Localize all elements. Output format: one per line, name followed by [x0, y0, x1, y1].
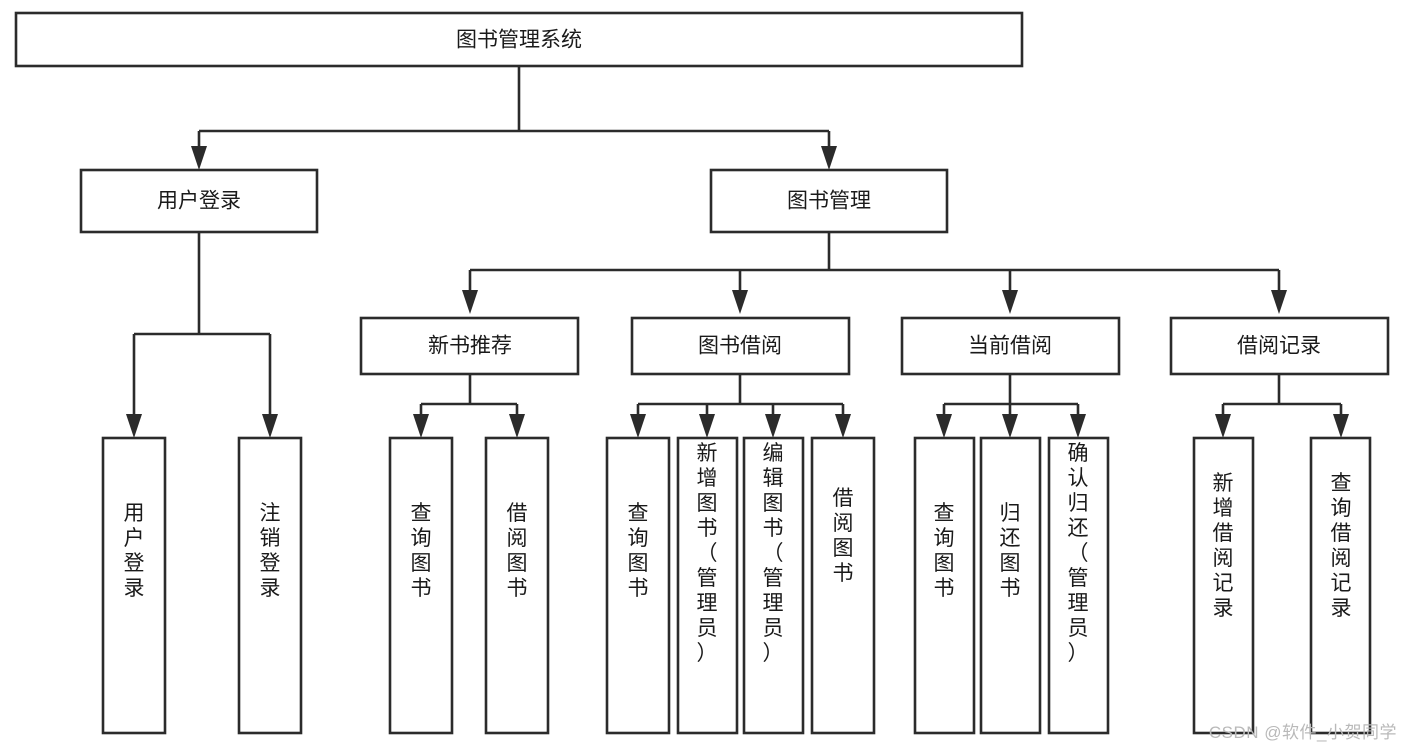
node-leaf-query-book-1-label: 查询图书 [411, 502, 432, 600]
node-new-book-recommend-label: 新书推荐 [428, 335, 512, 358]
node-new-book-recommend[interactable]: 新书推荐 [359, 316, 580, 376]
node-leaf-logout-login[interactable]: 注销登录 [237, 436, 303, 735]
node-borrow-record-box[interactable] [1169, 316, 1390, 376]
arrow-bb-l2 [699, 414, 715, 438]
node-leaf-return-book[interactable]: 归还图书 [979, 436, 1042, 735]
node-leaf-borrow-book-2-label: 借阅图书 [833, 487, 854, 585]
arrow-bm-c1 [462, 290, 478, 314]
node-leaf-add-record[interactable]: 新增借阅记录 [1192, 436, 1255, 735]
node-book-borrow-box[interactable] [630, 316, 851, 376]
node-book-manage-label: 图书管理 [787, 190, 871, 213]
arrow-bm-c2 [732, 290, 748, 314]
node-leaf-logout-login-box[interactable] [237, 436, 303, 735]
arrow-cb-l2 [1002, 414, 1018, 438]
node-leaf-borrow-book-1-box[interactable] [484, 436, 550, 735]
node-book-borrow[interactable]: 图书借阅 [630, 316, 851, 376]
arrow-nbr-l2 [509, 414, 525, 438]
node-user-login-box[interactable] [79, 168, 319, 234]
node-leaf-query-book-2-box[interactable] [605, 436, 671, 735]
node-leaf-query-book-1-box[interactable] [388, 436, 454, 735]
node-leaf-add-record-label: 新增借阅记录 [1213, 472, 1234, 620]
node-new-book-recommend-box[interactable] [359, 316, 580, 376]
node-current-borrow-box[interactable] [900, 316, 1121, 376]
node-book-manage-box[interactable] [709, 168, 949, 234]
node-leaf-borrow-book-2-box[interactable] [810, 436, 876, 735]
arrow-nbr-l1 [413, 414, 429, 438]
node-leaf-borrow-book-2[interactable]: 借阅图书 [810, 436, 876, 735]
node-leaf-add-book-label: 新增图书（管理员） [697, 442, 718, 665]
node-leaf-confirm-return-label: 确认归还（管理员） [1068, 442, 1089, 665]
node-leaf-user-login[interactable]: 用户登录 [101, 436, 167, 735]
arrow-bb-l4 [835, 414, 851, 438]
node-current-borrow[interactable]: 当前借阅 [900, 316, 1121, 376]
node-user-login[interactable]: 用户登录 [79, 168, 319, 234]
node-leaf-query-record-box[interactable] [1309, 436, 1372, 735]
node-leaf-query-book-2[interactable]: 查询图书 [605, 436, 671, 735]
node-current-borrow-label: 当前借阅 [968, 335, 1052, 358]
node-leaf-confirm-return-box[interactable] [1047, 436, 1110, 735]
node-leaf-edit-book-label: 编辑图书（管理员） [763, 442, 784, 665]
connector-layer [126, 66, 1349, 438]
node-leaf-logout-login-label: 注销登录 [260, 502, 281, 600]
node-leaf-add-record-box[interactable] [1192, 436, 1255, 735]
arrow-br-l2 [1333, 414, 1349, 438]
node-borrow-record-label: 借阅记录 [1237, 335, 1321, 358]
node-book-manage[interactable]: 图书管理 [709, 168, 949, 234]
node-root[interactable]: 图书管理系统 [14, 11, 1024, 68]
node-root-label: 图书管理系统 [456, 29, 582, 52]
arrow-cb-l3 [1070, 414, 1086, 438]
node-leaf-user-login-label: 用户登录 [124, 502, 145, 600]
node-leaf-query-book-3-box[interactable] [913, 436, 976, 735]
arrow-bm-c3 [1002, 290, 1018, 314]
node-leaf-query-book-2-label: 查询图书 [628, 502, 649, 600]
node-leaf-query-record-label: 查询借阅记录 [1331, 472, 1352, 620]
node-leaf-return-book-box[interactable] [979, 436, 1042, 735]
arrow-bb-l3 [765, 414, 781, 438]
node-book-borrow-label: 图书借阅 [698, 335, 782, 358]
node-leaf-edit-book[interactable]: 编辑图书（管理员） [742, 436, 805, 735]
arrow-br-l1 [1215, 414, 1231, 438]
node-leaf-confirm-return[interactable]: 确认归还（管理员） [1047, 436, 1110, 735]
node-leaf-query-book-3[interactable]: 查询图书 [913, 436, 976, 735]
arrow-root-to-book-manage [821, 146, 837, 170]
node-user-login-label: 用户登录 [157, 190, 241, 213]
node-borrow-record[interactable]: 借阅记录 [1169, 316, 1390, 376]
arrow-ul-leaf1 [126, 414, 142, 438]
arrow-cb-l1 [936, 414, 952, 438]
node-leaf-return-book-label: 归还图书 [1000, 502, 1021, 600]
node-leaf-user-login-box[interactable] [101, 436, 167, 735]
node-root-box[interactable] [14, 11, 1024, 68]
arrow-root-to-user-login [191, 146, 207, 170]
node-leaf-query-record[interactable]: 查询借阅记录 [1309, 436, 1372, 735]
node-leaf-borrow-book-1-label: 借阅图书 [507, 502, 528, 600]
node-leaf-query-book-3-label: 查询图书 [934, 502, 955, 600]
node-leaf-borrow-book-1[interactable]: 借阅图书 [484, 436, 550, 735]
arrow-bb-l1 [630, 414, 646, 438]
node-leaf-add-book-box[interactable] [676, 436, 739, 735]
node-leaf-edit-book-box[interactable] [742, 436, 805, 735]
arrow-ul-leaf2 [262, 414, 278, 438]
arrow-bm-c4 [1271, 290, 1287, 314]
node-leaf-query-book-1[interactable]: 查询图书 [388, 436, 454, 735]
node-leaf-add-book[interactable]: 新增图书（管理员） [676, 436, 739, 735]
